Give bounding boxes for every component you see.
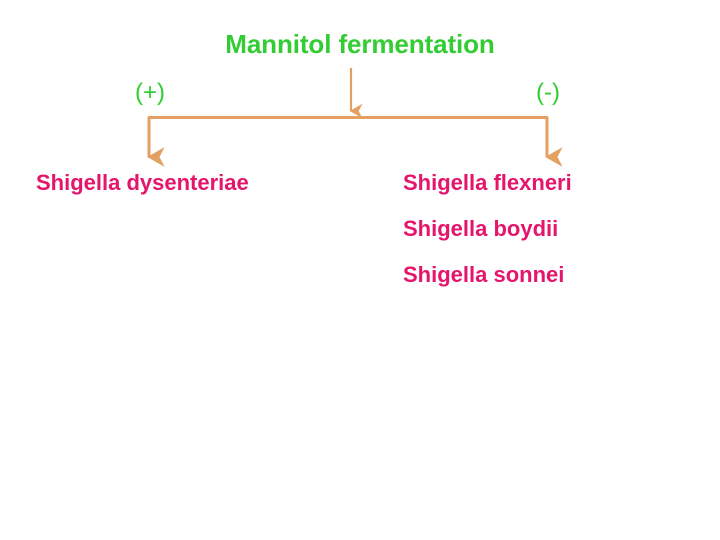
page-title: Mannitol fermentation: [225, 29, 495, 59]
species-label-negative-3: Shigella sonnei: [403, 262, 565, 287]
branch-label-negative: (-): [536, 79, 560, 106]
species-label-negative-2: Shigella boydii: [403, 216, 559, 241]
branch-label-positive: (+): [135, 79, 165, 106]
species-label-positive-1: Shigella dysenteriae: [36, 170, 249, 195]
species-label-negative-1: Shigella flexneri: [403, 170, 572, 195]
